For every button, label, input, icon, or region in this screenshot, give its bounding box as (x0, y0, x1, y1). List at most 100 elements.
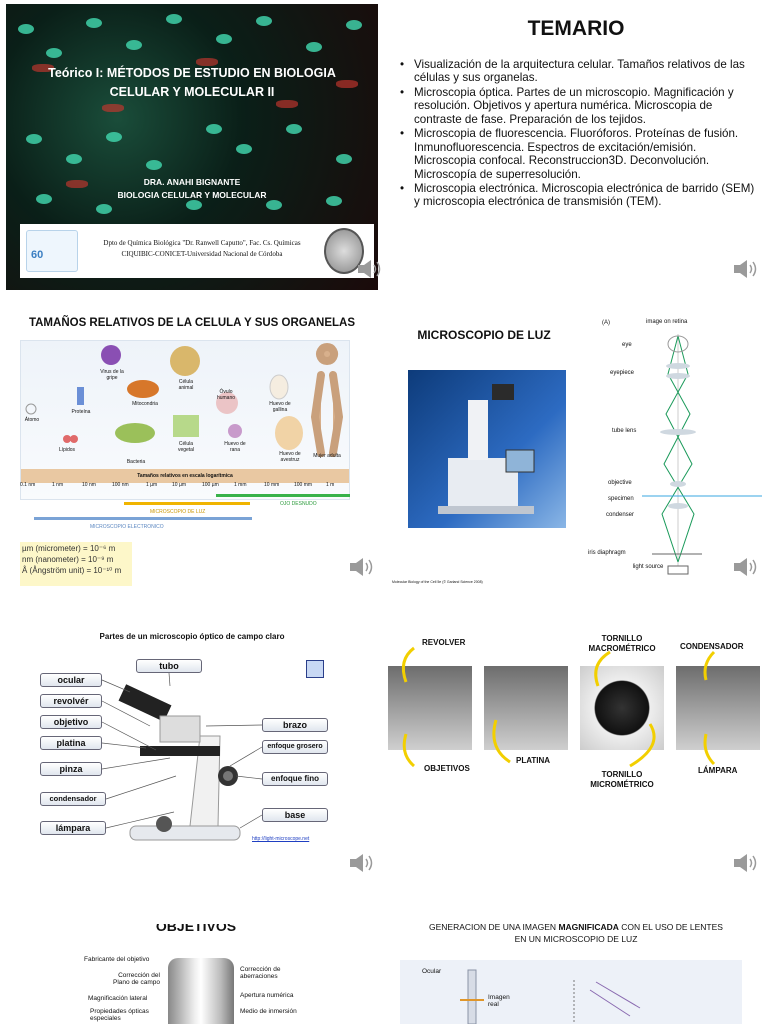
tick-label: 100 nm (112, 482, 129, 488)
arrows (401, 646, 716, 768)
label-enfoque-grosero: enfoque grosero (262, 740, 328, 754)
scale-caption: Tamaños relativos en escala logarítmica (21, 469, 349, 483)
label-enfoque-fino: enfoque fino (262, 772, 328, 786)
object-label: Lípidos (58, 447, 76, 453)
list-item: Microscopia óptica. Partes de un microsc… (400, 86, 760, 126)
label-condensador: condensador (40, 792, 106, 806)
object-label: Huevo de rana (224, 441, 246, 453)
title-text: CON EL USO DE LENTES (618, 924, 723, 932)
lecture-title: Teórico I: MÉTODOS DE ESTUDIO EN BIOLOGI… (48, 66, 336, 99)
title-emphasis: MAGNIFICADA (558, 924, 619, 932)
range-electron-microscope (34, 517, 252, 520)
label-pinza: pinza (40, 762, 102, 776)
tick-label: 1 µm (146, 482, 158, 488)
magnification-diagram: Ocular Imagen real (400, 960, 742, 1024)
tick-label: 10 nm (82, 482, 96, 488)
microscope-photo (408, 370, 566, 528)
slide-objetivos: OBJETIVOS Fabricante del objetivo Correc… (0, 924, 384, 1024)
institution-line: CIQUIBIC-CONICET-Universidad Nacional de… (121, 250, 283, 259)
range-label-eye: OJO DESNUDO (280, 501, 317, 507)
tick-label: 0.1 nm (20, 482, 36, 488)
label-objetivo: objetivo (40, 715, 102, 729)
label-lampara: LÁMPARA (698, 766, 738, 775)
speaker-icon[interactable] (348, 852, 376, 874)
photo-revolver (388, 666, 472, 750)
label-condensador: CONDENSADOR (680, 642, 744, 651)
label-platina: PLATINA (516, 756, 551, 765)
unit-line: µm (micrometer) = 10⁻⁶ m (22, 544, 116, 553)
objective-label: Fabricante del objetivo (84, 956, 150, 963)
slide-title: GENERACIÓN DE UNA IMAGEN MAGNIFICADA CON… (384, 924, 768, 946)
range-label-light: MICROSCOPIO DE LUZ (150, 509, 206, 515)
label-ocular: ocular (40, 673, 102, 687)
speaker-icon[interactable] (732, 258, 760, 280)
author-block: DRA. ANAHI BIGNANTE BIOLOGIA CELULAR Y M… (6, 176, 378, 202)
optics-label: specimen (608, 496, 634, 502)
slide-microscope-parts: Partes de un microscopio óptico de campo… (0, 616, 384, 908)
tick-label: 100 mm (294, 482, 313, 488)
speaker-icon[interactable] (732, 556, 760, 578)
optics-label: light source (632, 564, 664, 570)
size-illustration (25, 343, 344, 457)
unit-line: Å (Ångström unit) = 10⁻¹⁰ m (22, 565, 122, 575)
label-revolver: REVOLVER (422, 638, 466, 647)
source-link[interactable]: http://light-microscope.net (252, 836, 310, 842)
objective-label: Corrección de aberraciones (240, 966, 281, 980)
department-text: Dpto de Química Biológica "Dr. Ranwell C… (90, 238, 314, 260)
object-label: Mitocondria (132, 401, 158, 407)
temario-list: Visualización de la arquitectura celular… (400, 58, 760, 210)
photo-platina (484, 666, 568, 750)
slide-title: OBJETIVOS (155, 924, 237, 934)
slide-title: Partes de un microscopio óptico de campo… (99, 632, 285, 641)
speaker-icon[interactable] (348, 556, 376, 578)
objective-label: Corrección del Plano de campo (113, 972, 160, 986)
label-macrometrico: TORNILLO MACROMÉTRICO (588, 634, 656, 653)
label-brazo: brazo (262, 718, 328, 732)
tick-label: 10 µm (172, 482, 186, 488)
lens-diagram (460, 969, 641, 1024)
help-icon[interactable] (306, 660, 324, 678)
list-item: Microscopia electrónica. Microscopia ele… (400, 182, 760, 209)
objective-label: Apertura numérica (240, 992, 294, 999)
cover-image: Teórico I: MÉTODOS DE ESTUDIO EN BIOLOGI… (6, 4, 378, 290)
diagram-label: Imagen real (488, 994, 510, 1008)
temario-title: TEMARIO (527, 17, 625, 40)
optics-label: tube lens (612, 428, 637, 434)
institution-footer: 60 Dpto de Química Biológica "Dr. Ranwel… (20, 224, 374, 278)
title-text: GENERACIÓN DE UNA IMAGEN (429, 924, 559, 932)
objective-lens-photo (168, 958, 234, 1024)
tick-label: 1 m (326, 482, 335, 488)
tick-label: 100 µm (202, 482, 219, 488)
label-micrometrico: TORNILLO MICROMÉTRICO (590, 770, 654, 789)
ray-trace (642, 334, 762, 575)
range-naked-eye (216, 494, 350, 497)
optics-label: eye (622, 342, 632, 348)
range-label-electron: MICROSCOPIO ELECTRONICO (90, 524, 164, 530)
slide-magnified-image: GENERACIÓN DE UNA IMAGEN MAGNIFICADA CON… (384, 924, 768, 1024)
slide-light-microscope: MICROSCOPIO DE LUZ Molecular Biology of … (384, 308, 768, 600)
speaker-icon[interactable] (356, 258, 384, 280)
slide-title: TAMAÑOS RELATIVOS DE LA CELULA Y SUS ORG… (28, 317, 356, 329)
microscope-drawing (118, 684, 241, 841)
panel-label: (A) (602, 320, 610, 326)
scale-illustration: Átomo Lípidos Proteína Virus de la gripe… (20, 340, 350, 500)
speaker-icon[interactable] (732, 852, 760, 874)
object-label: Bacteria (126, 459, 146, 465)
object-label: Célula animal (178, 379, 194, 391)
leader-lines (101, 672, 263, 829)
slide-title: Teórico I: MÉTODOS DE ESTUDIO EN BIOLOGI… (0, 0, 384, 292)
label-base: base (262, 808, 328, 822)
object-label: Proteína (71, 409, 91, 415)
label-platina: platina (40, 736, 102, 750)
object-label: Célula vegetal (177, 441, 195, 453)
slide-temario: TEMARIO Visualización de la arquitectura… (384, 0, 768, 292)
object-label: Átomo (24, 417, 40, 423)
optics-label: eyepiece (610, 370, 635, 376)
slide-microscope-components: REVOLVER OBJETIVOS PLATINA TORNILLO MACR… (384, 616, 768, 908)
university-seal (324, 228, 364, 274)
slide-title: MICROSCOPIO DE LUZ (417, 328, 551, 342)
logo-number: 60 (31, 249, 44, 261)
microscope-illustration (438, 384, 535, 514)
object-label: Mujer adulta (313, 453, 341, 459)
slide-relative-sizes: TAMAÑOS RELATIVOS DE LA CELULA Y SUS ORG… (0, 308, 384, 600)
